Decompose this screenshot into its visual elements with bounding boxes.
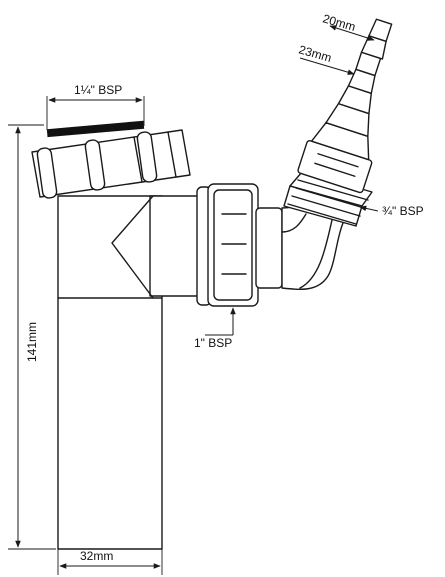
- top-compression-nut: [31, 120, 191, 199]
- dim-diameter: [57, 549, 163, 575]
- dim-spigot-inner: [299, 57, 355, 75]
- dim-inlet-thread: [46, 96, 145, 130]
- spigot-thread-label: ¾" BSP: [382, 204, 424, 218]
- inlet-thread-label: 1¼" BSP: [74, 83, 122, 97]
- height-label: 141mm: [25, 322, 39, 362]
- main-pipe: [57, 195, 163, 550]
- side-compression-nut: [196, 183, 283, 307]
- washer: [46, 120, 145, 138]
- side-thread-label: 1" BSP: [194, 336, 232, 350]
- hose-spigot: [297, 18, 393, 194]
- spigot-inner-label: 23mm: [297, 42, 333, 65]
- dim-spigot-outer: [329, 25, 375, 41]
- dim-height: [8, 124, 56, 550]
- dim-side-thread: [205, 307, 236, 336]
- dim-spigot-thread: [359, 205, 379, 212]
- diameter-label: 32mm: [80, 549, 113, 563]
- spigot-outer-label: 20mm: [321, 11, 357, 34]
- threaded-collar: [283, 171, 373, 227]
